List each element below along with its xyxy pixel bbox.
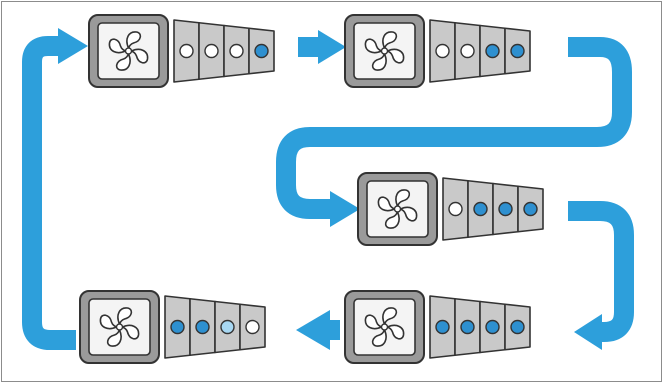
fan-blade (395, 189, 411, 207)
level-dot-blue (170, 319, 185, 335)
fan-hub (380, 323, 389, 331)
fan-icon (364, 307, 405, 347)
fan-blade (121, 324, 140, 340)
level-dot-white (460, 43, 475, 59)
level-dot-blue (195, 319, 210, 335)
fan-blade (364, 38, 383, 54)
fan-blade (371, 53, 387, 71)
flow-arrowhead-bottom (296, 310, 330, 350)
level-dot-blue (473, 201, 488, 217)
level-dot-blue (498, 201, 513, 217)
fan-blade (386, 324, 405, 340)
flow-arrows (22, 28, 634, 350)
level-dot-blue (254, 43, 269, 59)
fan-blade (117, 307, 133, 325)
fan-icon (99, 307, 140, 347)
level-dot-white (179, 43, 194, 59)
level-dot-blue (435, 319, 450, 335)
fan-blade (130, 48, 149, 64)
unit-top-right (344, 14, 531, 88)
fan-hub (124, 47, 133, 55)
fan-blade (371, 329, 387, 347)
fan-blade (115, 53, 131, 71)
fan-blade (364, 314, 383, 330)
fan-blade (106, 329, 122, 347)
flow-arrow-lower-loop (568, 201, 634, 342)
flow-arrowhead-upper-loop (330, 191, 360, 227)
fan-blade (126, 31, 142, 49)
fan-hub (380, 47, 389, 55)
flow-arrowhead-lower-loop (574, 314, 602, 350)
level-dot-white (245, 319, 260, 335)
fan-icon (377, 189, 418, 229)
fan-blade (377, 196, 396, 212)
flow-arrow-upper-loop (276, 37, 632, 219)
level-dot-blue (485, 319, 500, 335)
fan-blade (382, 31, 398, 49)
fan-blade (99, 314, 118, 330)
fan-blade (386, 48, 405, 64)
level-dot-blue (523, 201, 538, 217)
level-dot-blue (460, 319, 475, 335)
fan-blade (108, 38, 127, 54)
level-dot-blue (485, 43, 500, 59)
fan-hub (393, 205, 402, 213)
fan-blade (399, 206, 418, 222)
fan-icon (364, 31, 405, 71)
fan-icon (108, 31, 149, 71)
level-dot-white (448, 201, 463, 217)
unit-middle-right (357, 172, 544, 246)
level-dot-blue (510, 319, 525, 335)
flow-arrow-return (22, 36, 76, 350)
flow-arrowhead-return (58, 28, 88, 64)
level-dot-white (229, 43, 244, 59)
fan-units (79, 14, 544, 364)
fan-hub (115, 323, 124, 331)
level-dot-light-blue (220, 319, 235, 335)
flow-arrowhead-top (318, 30, 346, 64)
unit-bottom-left (79, 290, 266, 364)
level-dot-blue (510, 43, 525, 59)
unit-top-left (88, 14, 275, 88)
fan-blade (384, 211, 400, 229)
unit-bottom-right (344, 290, 531, 364)
level-dot-white (435, 43, 450, 59)
fan-blade (382, 307, 398, 325)
level-dot-white (204, 43, 219, 59)
